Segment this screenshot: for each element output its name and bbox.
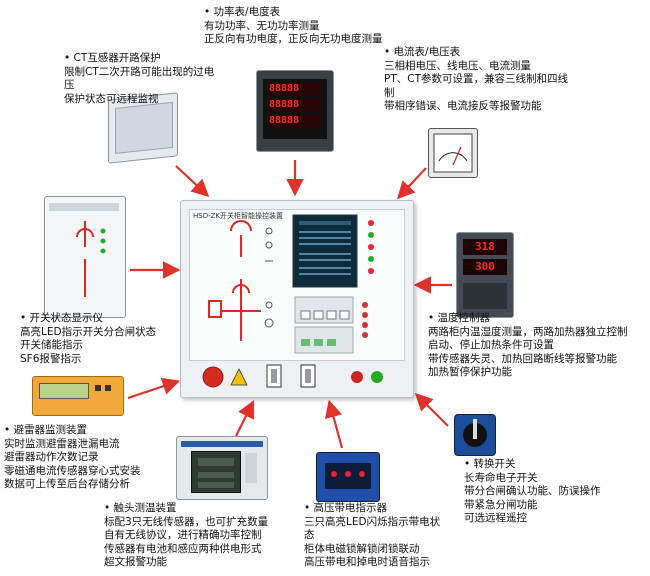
selector-block: 转换开关 长寿命电子开关 带分合闸确认功能、防误操作 带紧急分闸功能 可选远程遥… xyxy=(464,458,601,526)
switch-status-line-2: 开关储能指示 xyxy=(20,339,83,351)
arrester-block: 避雷器监测装置 实时监测避雷器泄漏电流 避雷器动作次数记录 零磁通电流传感器穿心… xyxy=(4,424,141,492)
arrester-line-1: 实时监测避雷器泄漏电流 xyxy=(4,437,120,450)
power-meter-block: 功率表/电度表 有功功率、无功功率测量 正反向有功电度，正反向无功电度测量 xyxy=(204,6,383,47)
hv-indicator-block: 高压带电指示器 三只高亮LED闪烁指示带电状 态 柜体电磁锁解锁闭锁联动 高压带… xyxy=(304,502,440,570)
power-meter-line-2: 正反向有功电度，正反向无功电度测量 xyxy=(204,33,383,45)
arrester-line-3: 零磁通电流传感器穿心式安装 xyxy=(4,464,141,477)
selector-line-1: 长寿命电子开关 xyxy=(464,471,538,484)
switch-status-block: 开关状态显示仪 高亮LED指示开关分合闸状态 开关储能指示 SF6报警指示 xyxy=(20,312,156,366)
contact-temp-line-2: 自有无线协议，进行精确功率控制 xyxy=(104,529,262,541)
temperature-block: 温度控制器 两路柜内温湿度测量，两路加热器独立控制 启动、停止加热条件可设置 带… xyxy=(428,312,628,380)
switch-status-line-3: SF6报警指示 xyxy=(20,352,82,365)
selector-line-2: 带分合闸确认功能、防误操作 xyxy=(464,485,601,497)
panel-drawing xyxy=(202,214,383,388)
switch-status-title: 开关状态显示仪 xyxy=(20,312,156,326)
temperature-line-3: 带传感器失灵、加热回路断线等报警功能 xyxy=(428,352,617,365)
arrow-arrester xyxy=(127,377,181,400)
arrester-line-4: 数据可上传至后台存储分析 xyxy=(4,478,130,490)
contact-temp-line-1: 标配3只无线传感器，也可扩充数量 xyxy=(104,515,269,528)
hv-indicator-title: 高压带电指示器 xyxy=(304,502,440,516)
arrester-title: 避雷器监测装置 xyxy=(4,424,141,438)
hv-indicator-image xyxy=(316,452,380,502)
selector-title: 转换开关 xyxy=(464,458,601,472)
current-voltage-line-4: 带相序错误、电流接反等报警功能 xyxy=(384,100,542,112)
arrow-selector xyxy=(414,392,449,427)
power-meter-image: 88888 88888 88888 xyxy=(256,70,334,152)
selector-line-4: 可选远程遥控 xyxy=(464,512,527,524)
arrester-line-2: 避雷器动作次数记录 xyxy=(4,451,99,463)
ct-protection-line-1: 限制CT二次开路可能出现的过电 xyxy=(64,65,215,78)
hv-indicator-line-3: 柜体电磁锁解锁闭锁联动 xyxy=(304,542,420,555)
contact-temp-title: 触头测温装置 xyxy=(104,502,268,516)
current-meter-image xyxy=(428,128,478,178)
current-voltage-block: 电流表/电压表 三相相电压、线电压、电流测量 PT、CT参数可设置，兼容三线制和… xyxy=(384,46,568,114)
contact-temp-block: 触头测温装置 标配3只无线传感器，也可扩充数量 自有无线协议，进行精确功率控制 … xyxy=(104,502,268,570)
current-voltage-line-3: 制 xyxy=(384,86,395,99)
power-meter-line-1: 有功功率、无功功率测量 xyxy=(204,19,320,32)
temperature-title: 温度控制器 xyxy=(428,312,628,326)
temperature-line-4: 加热暂停保护功能 xyxy=(428,366,512,378)
panel-title: HSD-ZK开关柜智能操控装置 xyxy=(193,212,284,220)
ct-protection-line-3: 保护状态可远程监视 xyxy=(64,92,159,105)
switch-status-line-1: 高亮LED指示开关分合闸状态 xyxy=(20,325,157,338)
selector-switch-image xyxy=(454,414,496,456)
hv-indicator-line-4: 高压带电和掉电时语音指示 xyxy=(304,556,430,568)
ct-protection-block: CT互感器开路保护 限制CT二次开路可能出现的过电 压 保护状态可远程监视 xyxy=(64,52,214,106)
current-voltage-line-2: PT、CT参数可设置，兼容三线制和四线 xyxy=(384,73,568,85)
contact-temp-line-3: 传感器有电池和感应两种供电形式 xyxy=(104,542,262,555)
hv-indicator-line-2: 态 xyxy=(304,529,315,541)
ct-protection-title: CT互感器开路保护 xyxy=(64,52,214,66)
switch-status-display-image xyxy=(44,196,126,318)
temperature-line-1: 两路柜内温湿度测量，两路加热器独立控制 xyxy=(428,325,628,338)
intelligent-control-device-panel: HSD-ZK开关柜智能操控装置 xyxy=(180,200,414,398)
current-voltage-line-1: 三相相电压、线电压、电流测量 xyxy=(384,59,531,72)
arrow-ct xyxy=(175,165,210,198)
hv-indicator-line-1: 三只高亮LED闪烁指示带电状 xyxy=(304,515,441,528)
arrow-current xyxy=(397,167,427,200)
temperature-controller-image: 318 300 xyxy=(456,232,514,318)
arrow-contact xyxy=(235,400,254,437)
power-meter-title: 功率表/电度表 xyxy=(204,6,383,20)
contact-temp-line-4: 超文报警功能 xyxy=(104,556,167,568)
selector-line-3: 带紧急分闸功能 xyxy=(464,498,538,511)
ct-protection-line-2: 压 xyxy=(64,79,75,91)
temperature-line-2: 启动、停止加热条件可设置 xyxy=(428,339,554,351)
contact-temperature-device-image xyxy=(176,436,268,500)
current-voltage-title: 电流表/电压表 xyxy=(384,46,568,60)
arrow-hv xyxy=(324,399,344,449)
arrester-monitor-image xyxy=(32,376,124,416)
